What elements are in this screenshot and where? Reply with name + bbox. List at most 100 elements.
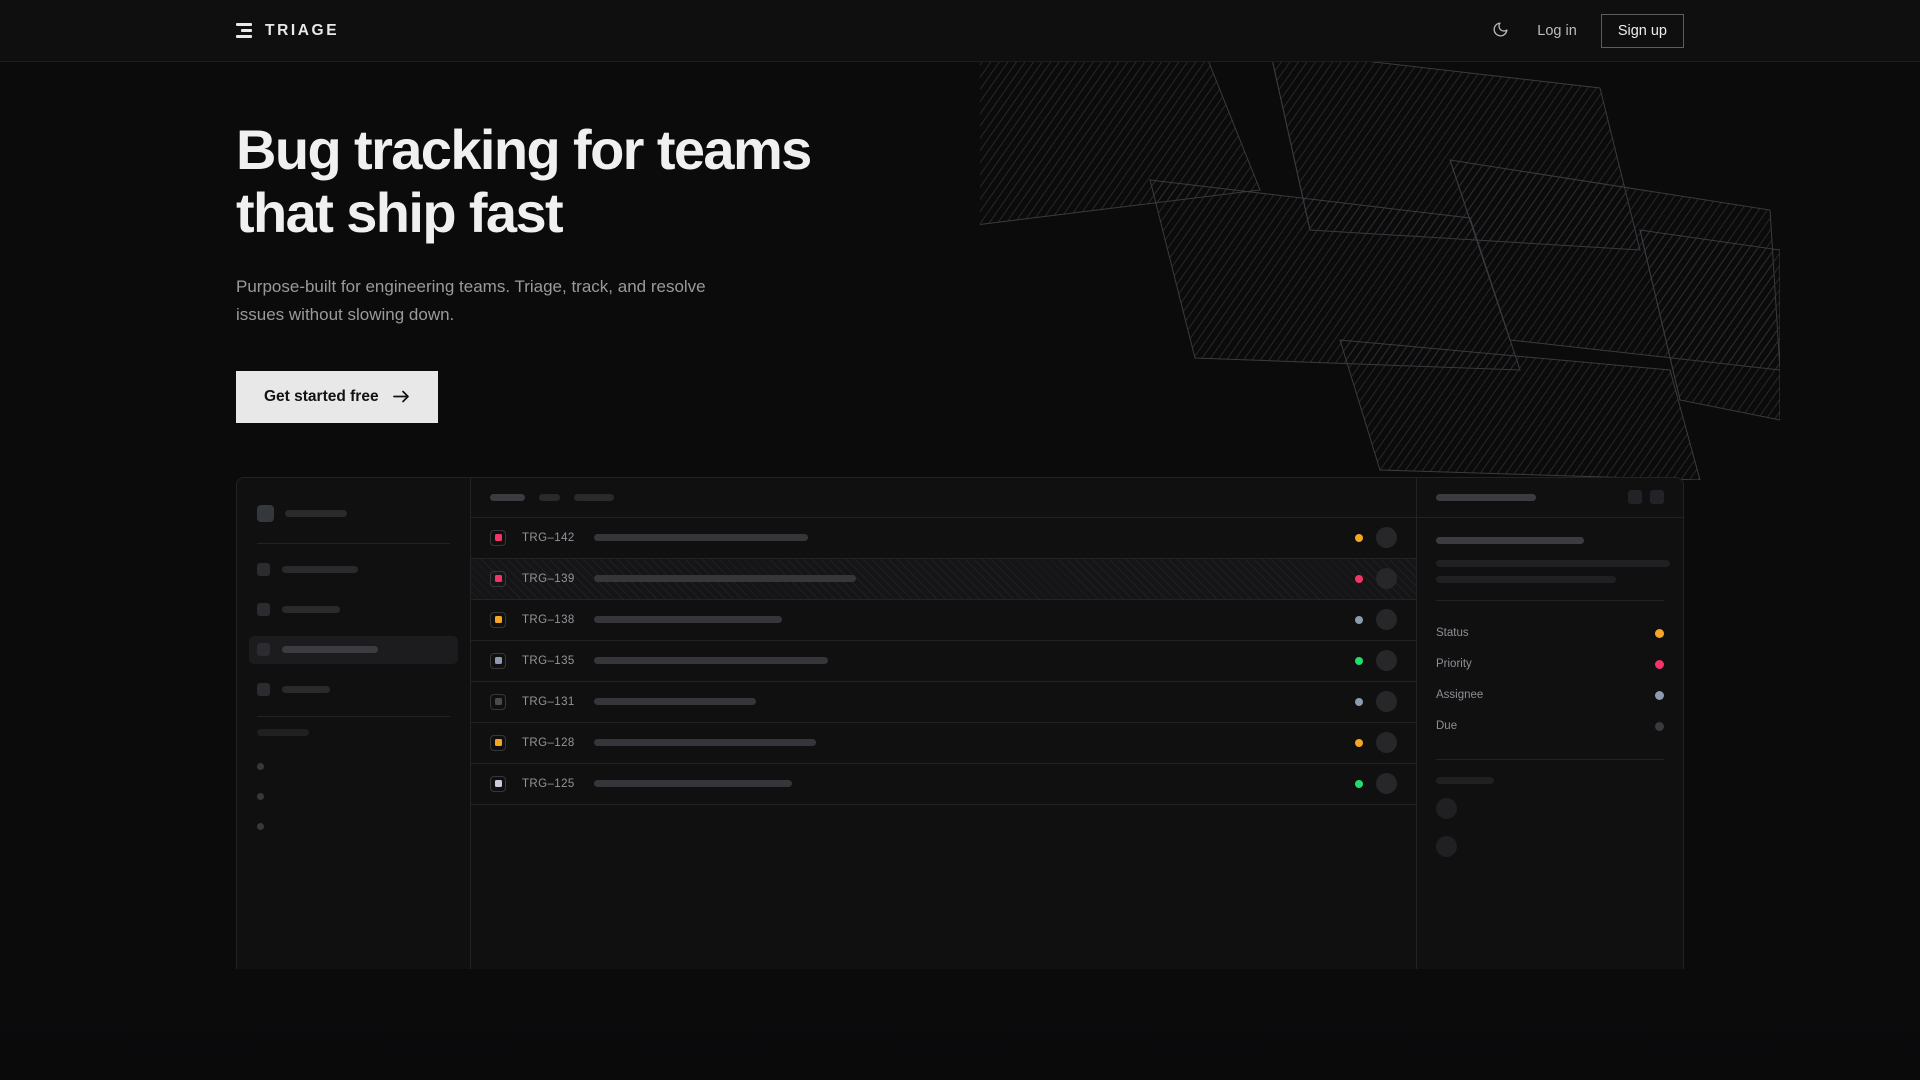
detail-field-priority[interactable]: Priority [1436, 649, 1664, 680]
moon-icon [1492, 21, 1509, 41]
brand-logo[interactable]: TRIAGE [236, 22, 339, 40]
detail-field-value-dot [1655, 690, 1664, 700]
priority-chip [494, 780, 502, 788]
get-started-button[interactable]: Get started free [236, 370, 438, 423]
issue-title-skeleton [594, 657, 828, 665]
detail-field-value-dot [1655, 659, 1664, 669]
priority-chip [494, 657, 502, 665]
mock-list-toolbar [471, 478, 1416, 518]
detail-body-line [1436, 559, 1670, 567]
sidebar-item-1[interactable] [249, 596, 458, 624]
priority-chip [494, 534, 502, 542]
theme-toggle-button[interactable] [1487, 18, 1513, 44]
panel-action-1-icon[interactable] [1628, 490, 1642, 505]
mock-sidebar-sublist [257, 752, 450, 842]
status-badge [1355, 615, 1363, 624]
detail-activity-avatars [1436, 797, 1664, 857]
detail-field-assignee[interactable]: Assignee [1436, 680, 1664, 711]
hero-section: Bug tracking for teams that ship fast Pu… [0, 62, 1920, 423]
table-row[interactable]: TRG–138 [471, 600, 1416, 641]
sidebar-subitem-dot-icon [257, 763, 264, 771]
table-row[interactable]: TRG–125 [471, 764, 1416, 805]
priority-icon [490, 693, 506, 710]
mock-sidebar [237, 477, 471, 969]
issue-id: TRG–139 [522, 572, 575, 585]
detail-divider-2 [1436, 758, 1664, 760]
sidebar-item-icon [257, 643, 270, 657]
get-started-label: Get started free [264, 387, 379, 405]
top-navbar: TRIAGE Log in Sign up [0, 0, 1920, 62]
sidebar-subitem-1[interactable] [257, 782, 450, 812]
hero-subtitle: Purpose-built for engineering teams. Tri… [236, 276, 706, 324]
mock-detail-header [1417, 478, 1683, 518]
toolbar-filter-2[interactable] [574, 493, 614, 501]
issue-id: TRG–131 [522, 695, 575, 708]
avatar [1376, 650, 1397, 672]
detail-field-value-dot [1655, 628, 1664, 638]
sidebar-item-label-skeleton [282, 646, 378, 654]
issue-id: TRG–142 [522, 531, 575, 544]
table-row[interactable]: TRG–139 [471, 558, 1416, 600]
issue-title-skeleton [594, 698, 756, 706]
issue-title-skeleton [594, 780, 792, 788]
toolbar-filter-1[interactable] [539, 493, 560, 501]
bottom-fade-overlay [0, 1004, 1920, 1080]
mock-sidebar-nav [249, 556, 458, 704]
mock-sidebar-workspace[interactable] [257, 495, 450, 533]
priority-icon [490, 611, 506, 628]
sidebar-item-icon [257, 683, 270, 697]
priority-chip [494, 698, 502, 706]
avatar [1376, 568, 1397, 590]
table-row[interactable]: TRG–131 [471, 682, 1416, 723]
priority-icon [490, 775, 506, 792]
detail-issue-title-skeleton [1436, 536, 1584, 544]
issue-title-skeleton [594, 575, 856, 583]
sidebar-item-3[interactable] [249, 676, 458, 704]
login-link[interactable]: Log in [1537, 22, 1577, 39]
toolbar-filter-0[interactable] [490, 493, 525, 501]
priority-icon [490, 529, 506, 546]
sidebar-subitem-0[interactable] [257, 752, 450, 782]
priority-chip [494, 616, 502, 624]
signup-button[interactable]: Sign up [1600, 13, 1684, 48]
detail-field-label: Assignee [1436, 689, 1484, 702]
brand-name: TRIAGE [265, 21, 340, 39]
detail-body-line [1436, 575, 1616, 583]
status-badge [1355, 574, 1363, 583]
sidebar-item-label-skeleton [282, 566, 358, 574]
stacked-bars-icon [236, 23, 252, 38]
issue-id: TRG–125 [522, 777, 575, 790]
avatar [1376, 691, 1397, 713]
sidebar-item-2[interactable] [249, 635, 458, 664]
detail-field-status[interactable]: Status [1436, 618, 1664, 649]
sidebar-subitem-2[interactable] [257, 812, 450, 842]
avatar [1376, 609, 1397, 631]
issue-id: TRG–128 [522, 736, 575, 749]
detail-header-title-skeleton [1436, 493, 1536, 501]
page-title: Bug tracking for teams that ship fast [236, 118, 896, 245]
avatar [1436, 835, 1457, 857]
panel-action-2-icon[interactable] [1650, 490, 1664, 505]
sidebar-item-label-skeleton [282, 606, 340, 614]
detail-divider-1 [1436, 599, 1664, 601]
table-row[interactable]: TRG–128 [471, 723, 1416, 764]
avatar [1376, 732, 1397, 754]
issue-title-skeleton [594, 534, 808, 542]
avatar [1436, 797, 1457, 819]
sidebar-subitem-dot-icon [257, 823, 264, 831]
detail-field-due[interactable]: Due [1436, 711, 1664, 742]
avatar [1376, 527, 1397, 549]
sidebar-item-0[interactable] [249, 556, 458, 584]
nav-actions: Log in Sign up [1487, 13, 1684, 48]
priority-chip [494, 739, 502, 747]
sidebar-item-icon [257, 603, 270, 617]
table-row[interactable]: TRG–142 [471, 518, 1416, 559]
table-row[interactable]: TRG–135 [471, 641, 1416, 682]
detail-activity-label [1436, 776, 1494, 784]
